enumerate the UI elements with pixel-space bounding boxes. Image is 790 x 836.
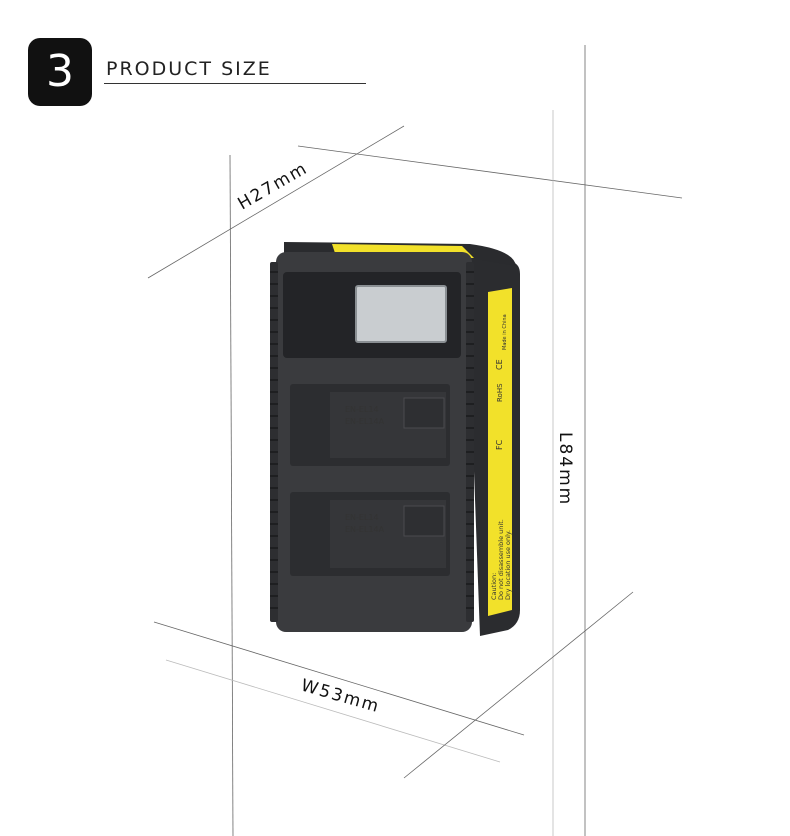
battery-charger: EN-EL14 EN-EL14A EN-EL14 EN-EL14A Cautio… — [270, 242, 520, 636]
svg-text:Made in China: Made in China — [502, 314, 508, 350]
length-dimension-label: L84mm — [555, 432, 575, 506]
height-dimension-label: H27mm — [235, 158, 312, 214]
slot-bottom-contact — [403, 505, 445, 537]
guide-line-depth — [403, 591, 634, 779]
slot-bottom-label-2: EN-EL14A — [345, 525, 385, 534]
guide-line-width-b — [165, 659, 501, 763]
slot-top-contact — [403, 397, 445, 429]
lcd-screen — [355, 285, 447, 343]
guide-line-height — [147, 125, 405, 279]
width-dimension-label: W53mm — [299, 676, 383, 718]
side-caution-text: Caution: Do not disassemble unit. Dry lo… — [490, 519, 512, 600]
title-underline — [104, 83, 366, 84]
svg-text:Caution:: Caution: — [490, 573, 498, 600]
svg-text:RoHS: RoHS — [496, 383, 504, 402]
side-certification-marks: FC RoHS CE Made in China — [495, 314, 508, 450]
svg-text:FC: FC — [495, 439, 504, 450]
ribbed-edges — [270, 262, 474, 622]
slot-top-label-2: EN-EL14A — [345, 417, 385, 426]
svg-text:Dry location use only.: Dry location use only. — [504, 530, 512, 600]
guide-line-width — [153, 621, 525, 736]
side-yellow-label — [488, 288, 512, 616]
rib-lines — [270, 271, 474, 609]
slot-top-label-1: EN-EL14 — [345, 405, 379, 414]
guide-line-left — [229, 154, 234, 836]
svg-text:CE: CE — [495, 359, 504, 370]
slot-bottom-label-1: EN-EL14 — [345, 513, 379, 522]
guide-line-top — [297, 145, 683, 199]
svg-text:Do not disassemble unit.: Do not disassemble unit. — [497, 519, 505, 600]
section-title: PRODUCT SIZE — [106, 58, 272, 80]
step-number-badge: 3 — [28, 38, 92, 106]
